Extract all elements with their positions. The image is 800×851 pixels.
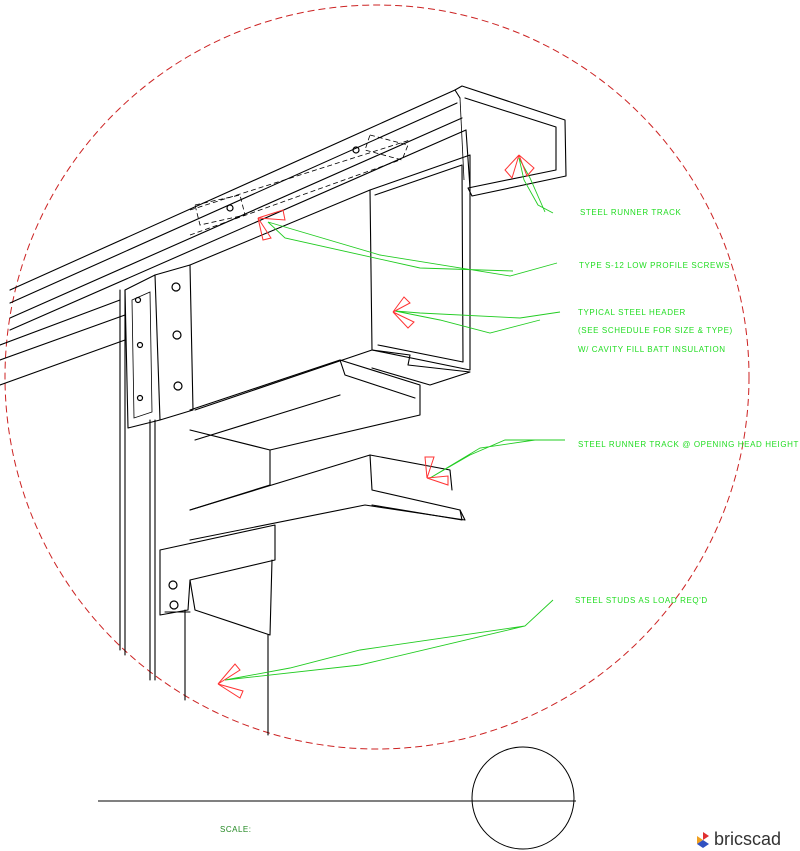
arrowhead-header	[392, 296, 415, 329]
leader-arrowheads	[217, 154, 535, 699]
arrowhead-runner-track	[504, 154, 535, 180]
leader-header	[394, 310, 561, 334]
label-steel-runner-track: STEEL RUNNER TRACK	[580, 208, 682, 217]
label-typical-steel-header: TYPICAL STEEL HEADER	[578, 308, 686, 317]
screw-holes	[134, 146, 360, 610]
steel-framing-linework	[0, 85, 567, 736]
bricscad-logo: bricscad	[697, 829, 781, 850]
annotation-leaders	[224, 157, 565, 681]
label-type-s12-screws: TYPE S-12 LOW PROFILE SCREWS	[579, 261, 730, 270]
arrowhead-screws	[257, 209, 286, 241]
leader-studs	[224, 599, 554, 681]
scale-label: SCALE:	[220, 825, 251, 834]
detail-title-marker	[98, 746, 576, 850]
detail-boundary-circle	[4, 4, 750, 750]
bricscad-logo-icon	[697, 831, 709, 848]
bricscad-logo-text: bricscad	[714, 829, 782, 849]
leader-opening-track	[429, 439, 565, 479]
label-see-schedule: (SEE SCHEDULE FOR SIZE & TYPE)	[578, 326, 733, 335]
label-steel-studs: STEEL STUDS AS LOAD REQ'D	[575, 596, 708, 605]
arrowhead-studs	[217, 663, 244, 699]
annotation-labels: STEEL RUNNER TRACK TYPE S-12 LOW PROFILE…	[575, 208, 799, 605]
label-cavity-fill: W/ CAVITY FILL BATT INSULATION	[578, 345, 726, 354]
leader-runner-track	[518, 157, 554, 214]
leader-screws	[267, 221, 558, 277]
label-runner-track-head-height: STEEL RUNNER TRACK @ OPENING HEAD HEIGHT	[578, 440, 799, 449]
arrowhead-opening-track	[424, 456, 449, 486]
